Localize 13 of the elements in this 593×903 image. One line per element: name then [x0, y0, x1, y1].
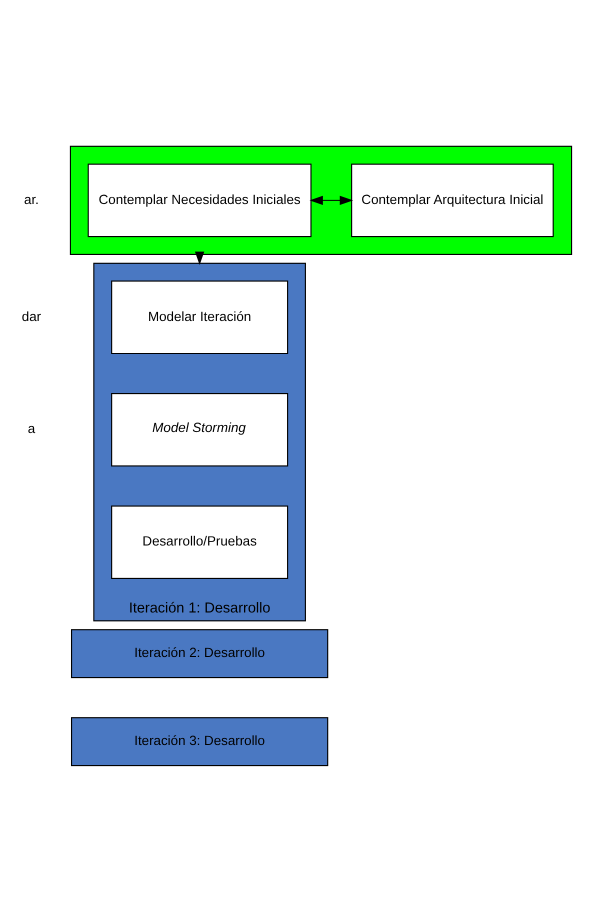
node-box: Contemplar Necesidades Iniciales [88, 164, 312, 238]
label: a [28, 421, 36, 436]
node-box: Model Storming [111, 393, 288, 467]
label: ar. [24, 192, 39, 207]
arrow [310, 196, 354, 206]
node-box: Desarrollo/Pruebas [111, 506, 288, 580]
arrow [194, 252, 204, 265]
node-box: Iteración 3: Desarrollo [70, 717, 328, 766]
node-box: Iteración 2: Desarrollo [70, 629, 328, 678]
cluster [70, 146, 572, 255]
label: dar [22, 308, 42, 324]
node-box: Modelar Iteración [111, 280, 288, 354]
node-box: Contemplar Arquitectura Inicial [351, 164, 554, 238]
